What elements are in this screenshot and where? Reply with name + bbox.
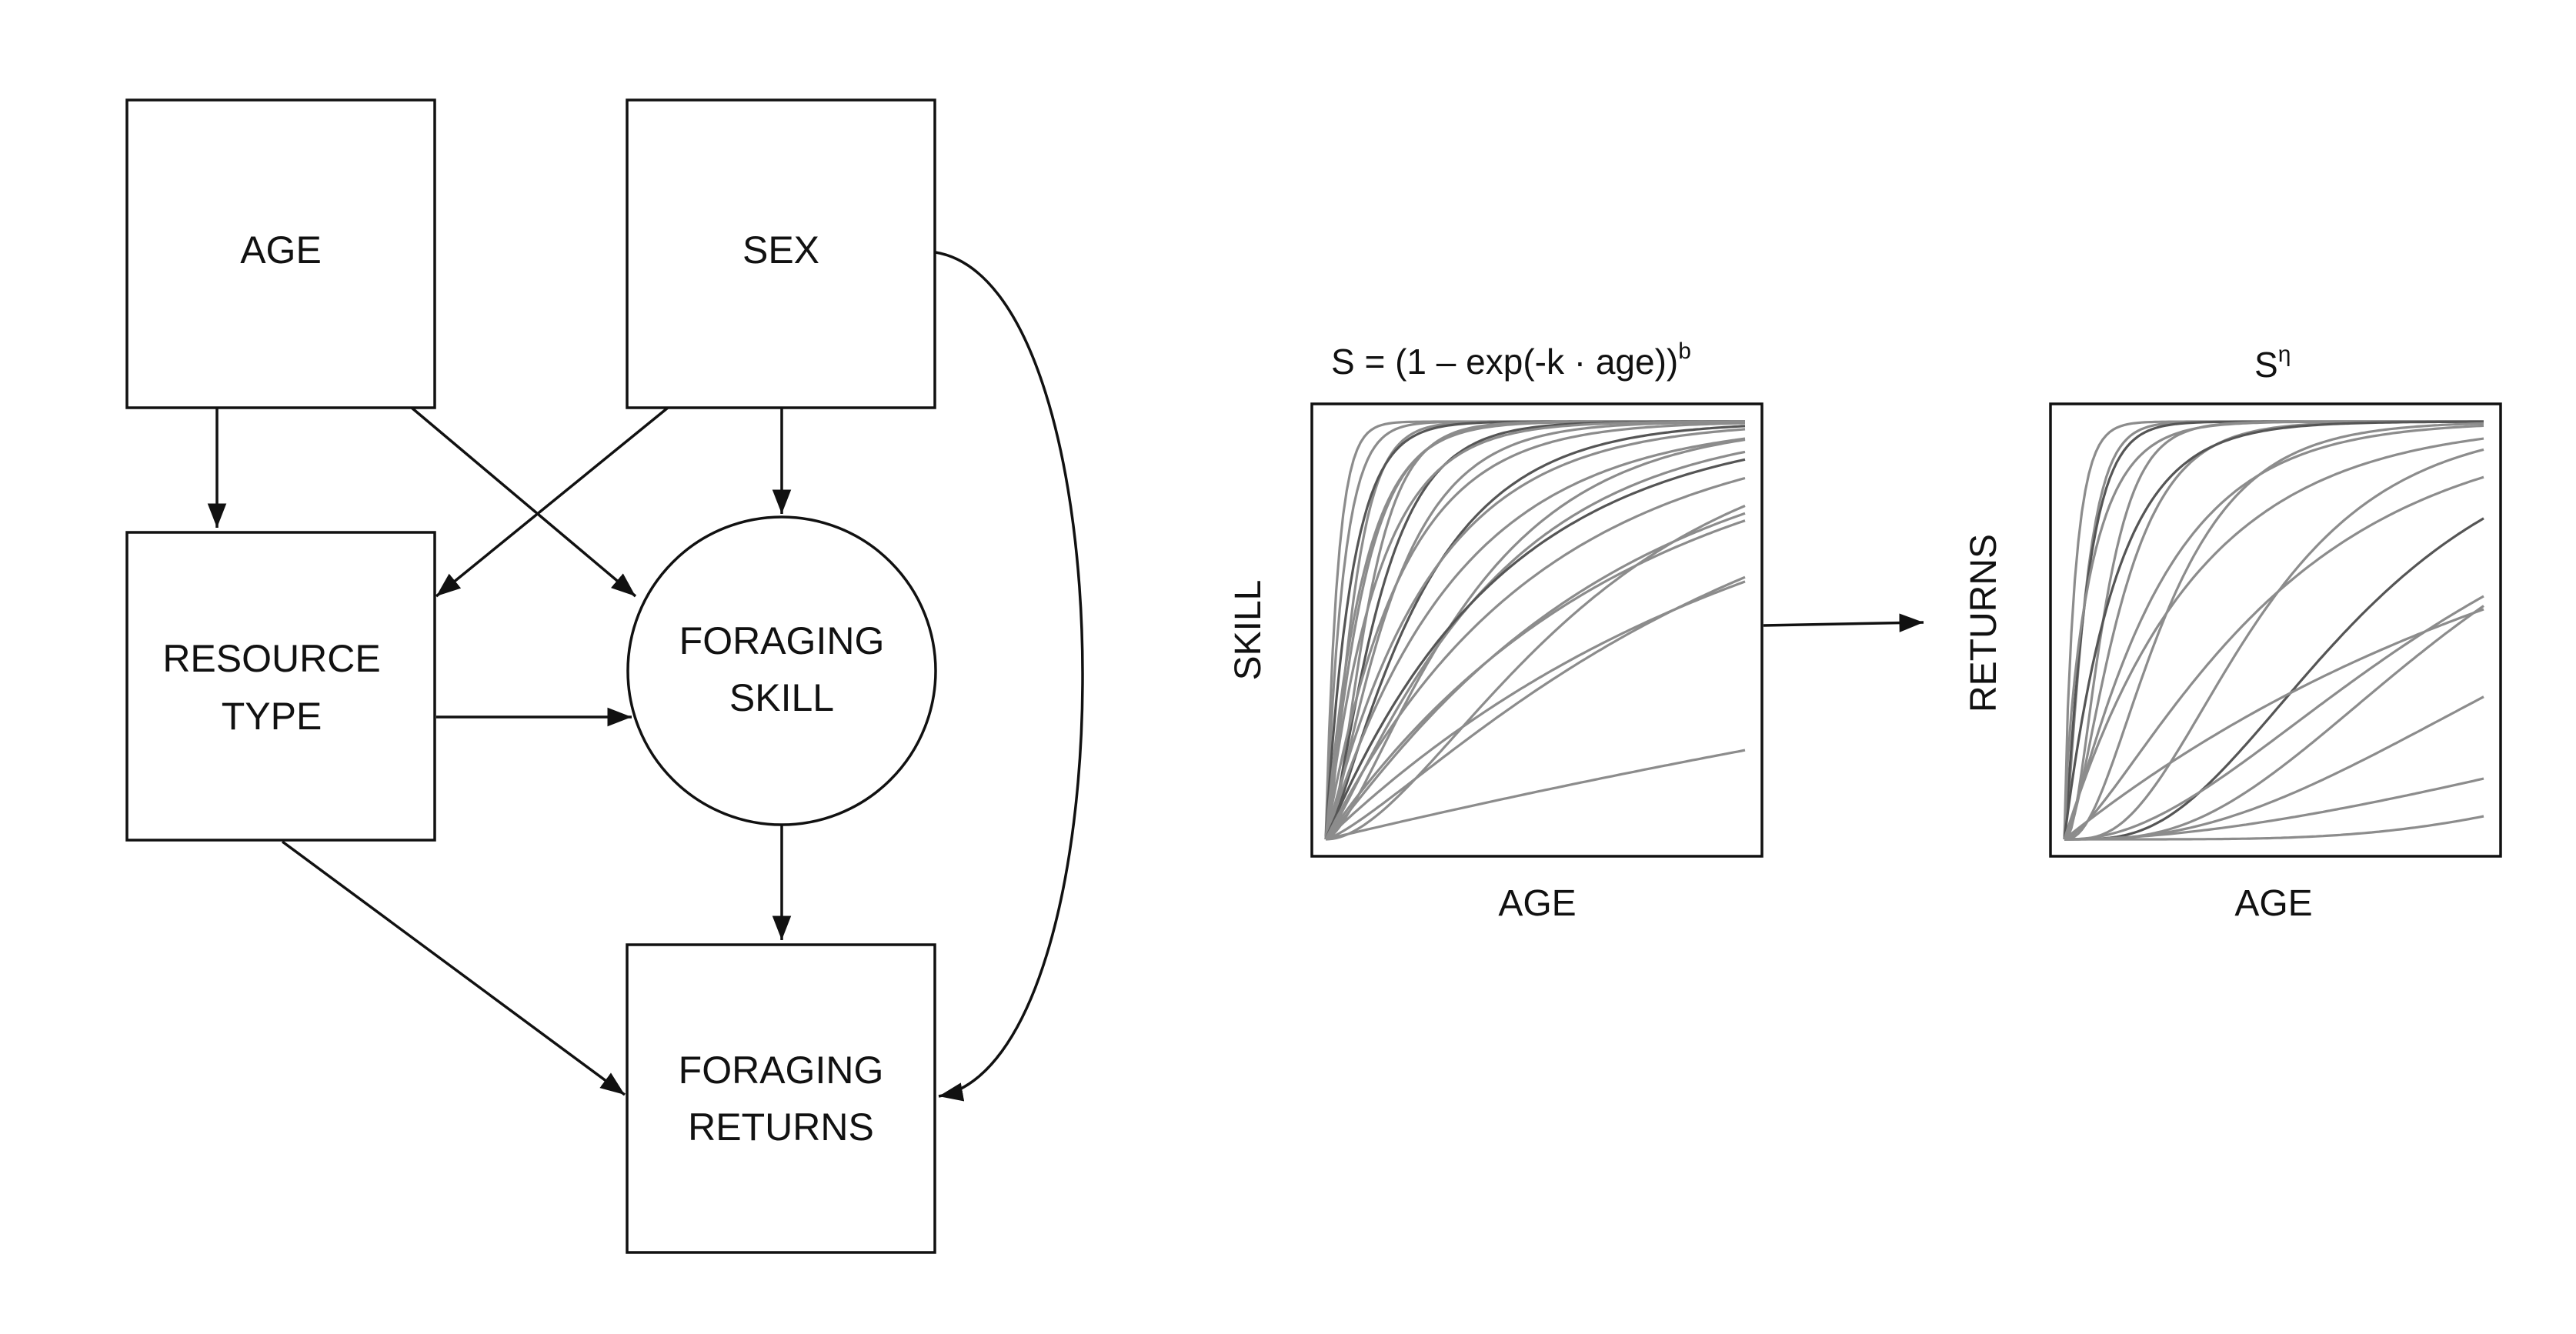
skill-plot: S = (1 – exp(-k · age))b AGE SKILL (1228, 339, 1763, 924)
returns-curve (2064, 595, 2484, 841)
skill-formula: S = (1 – exp(-k · age))b (1331, 339, 1691, 382)
node-foraging-skill-label-1: FORAGING (679, 619, 885, 662)
skill-curve (1324, 512, 1746, 841)
node-foraging-returns: FORAGING RETURNS (626, 943, 936, 1254)
returns-curve (2063, 420, 2484, 840)
returns-curve (2063, 424, 2484, 840)
returns-curve (2064, 475, 2484, 841)
dag-edges (207, 251, 1084, 1102)
skill-curves (1324, 420, 1746, 841)
returns-title-exponent: η (2278, 342, 2291, 367)
returns-curve (2064, 448, 2484, 841)
returns-title: Sη (2254, 342, 2291, 385)
node-sex-label: SEX (742, 228, 819, 272)
returns-y-axis-label: RETURNS (1964, 534, 2004, 712)
returns-curve (2064, 815, 2484, 841)
returns-plot: Sη AGE RETURNS (1964, 342, 2502, 924)
edge-sex-to-resource (435, 406, 669, 598)
node-sex: SEX (626, 98, 936, 409)
skill-formula-main: S = (1 – exp(-k · age)) (1331, 342, 1678, 382)
edge-age-to-skill (410, 406, 637, 598)
node-age: AGE (125, 98, 436, 409)
skill-curve (1324, 458, 1746, 840)
node-foraging-returns-label-2: RETURNS (688, 1106, 874, 1149)
returns-curve (2063, 437, 2484, 840)
skill-curve (1324, 437, 1746, 840)
skill-curve (1324, 519, 1746, 840)
skill-curve (1324, 428, 1746, 840)
skill-plot-frame (1310, 402, 1763, 858)
node-age-label: AGE (240, 228, 322, 272)
returns-plot-frame (2049, 402, 2502, 858)
node-resource-type: RESOURCE TYPE (125, 531, 436, 842)
node-resource-type-label-1: RESOURCE (162, 637, 380, 680)
returns-title-main: S (2254, 345, 2278, 385)
node-resource-type-label-2: TYPE (222, 695, 322, 738)
skill-curve (1324, 450, 1746, 840)
skill-y-axis-label: SKILL (1228, 580, 1269, 681)
skill-curve (1324, 422, 1746, 840)
skill-x-axis-label: AGE (1498, 883, 1576, 924)
edge-sex-to-returns (935, 251, 1084, 1102)
skill-curve (1324, 580, 1746, 841)
returns-curve (2064, 777, 2484, 841)
skill-curve (1324, 476, 1746, 840)
skill-curve (1324, 425, 1746, 840)
node-foraging-skill: FORAGING SKILL (626, 515, 937, 826)
returns-x-axis-label: AGE (2234, 883, 2312, 924)
edge-resource-to-returns (281, 840, 626, 1096)
edge-skill-plot-to-returns-plot (1763, 613, 1924, 632)
returns-curve (2064, 608, 2484, 841)
skill-formula-exponent: b (1678, 339, 1691, 364)
node-foraging-returns-label-1: FORAGING (679, 1049, 884, 1092)
returns-curve (2064, 517, 2484, 841)
returns-curve (2064, 422, 2484, 841)
returns-curves (2063, 420, 2484, 841)
skill-curve (1325, 749, 1746, 841)
node-foraging-skill-label-2: SKILL (729, 676, 834, 719)
